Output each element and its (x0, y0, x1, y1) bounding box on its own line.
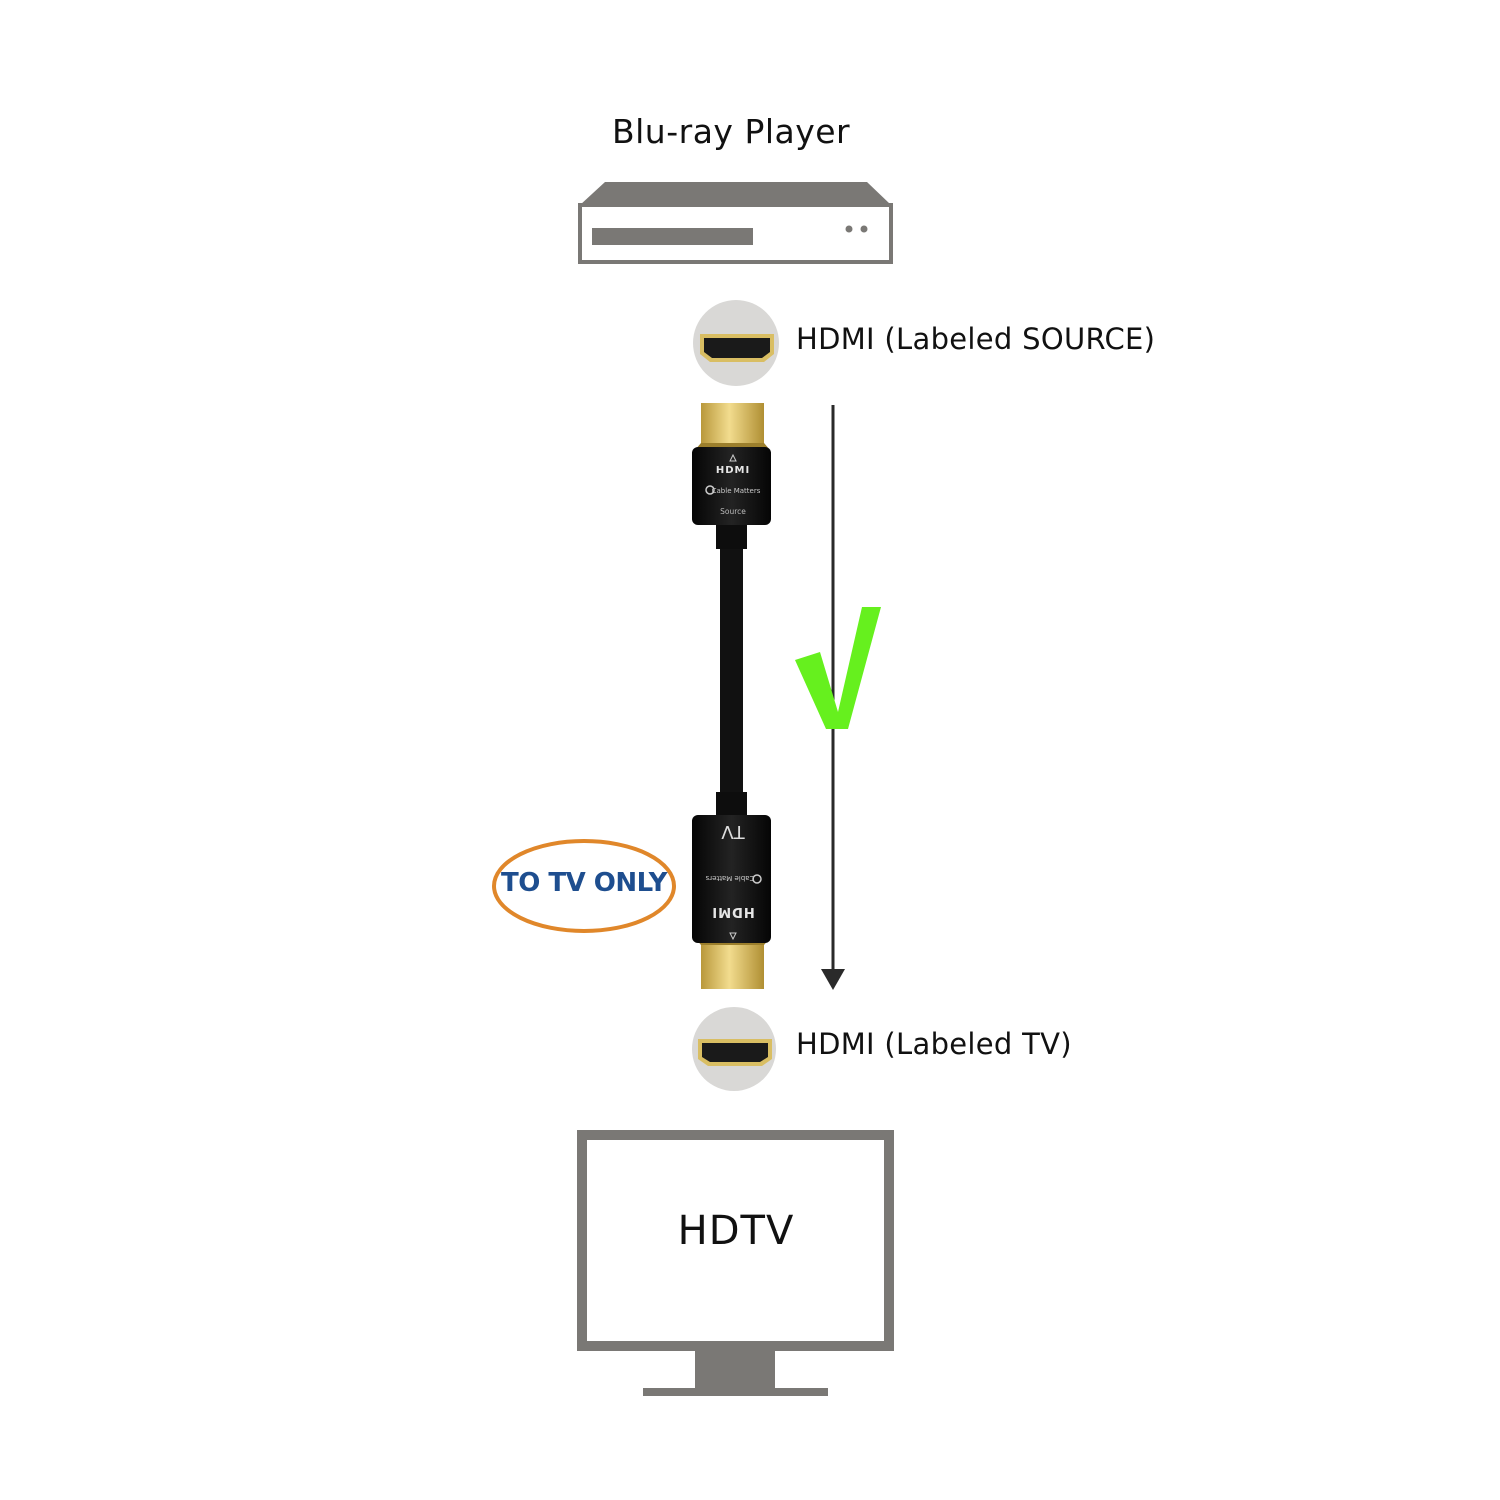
hdtv-icon (577, 1130, 894, 1396)
player-title: Blu-ray Player (612, 112, 851, 151)
hdmi-source-port-icon (693, 300, 779, 386)
hdtv-screen-text: HDTV (677, 1208, 795, 1254)
source-port-label: HDMI (Labeled SOURCE) (796, 322, 1156, 356)
blu-ray-player-icon (578, 182, 893, 264)
source-plug-brand: HDMI (716, 465, 750, 476)
check-mark-icon (795, 607, 881, 729)
tv-only-callout-text: TO TV ONLY (500, 868, 668, 898)
tv-stand-base (643, 1388, 828, 1396)
tv-stand (695, 1346, 775, 1389)
maker-logo-icon (705, 485, 715, 495)
hdmi-cable: HDMI Cable Matters Source TV Cable Matte… (692, 403, 771, 989)
tv-only-callout (492, 839, 676, 933)
tv-plug-maker: Cable Matters (705, 874, 754, 882)
maker-logo-icon (752, 874, 762, 884)
source-plug: HDMI Cable Matters Source (692, 403, 771, 525)
source-plug-end: Source (720, 507, 746, 516)
source-plug-maker: Cable Matters (712, 487, 761, 495)
disc-tray-slot (592, 228, 753, 245)
direction-arrow-icon (821, 405, 845, 990)
hdmi-tv-port-icon (692, 1007, 776, 1091)
tv-plug-brand: HDMI (711, 904, 754, 919)
tv-port-label: HDMI (Labeled TV) (796, 1027, 1072, 1061)
cable-wire (720, 545, 743, 795)
tv-plug: TV Cable Matters HDMI (692, 815, 771, 989)
tv-plug-end: TV (721, 821, 746, 842)
